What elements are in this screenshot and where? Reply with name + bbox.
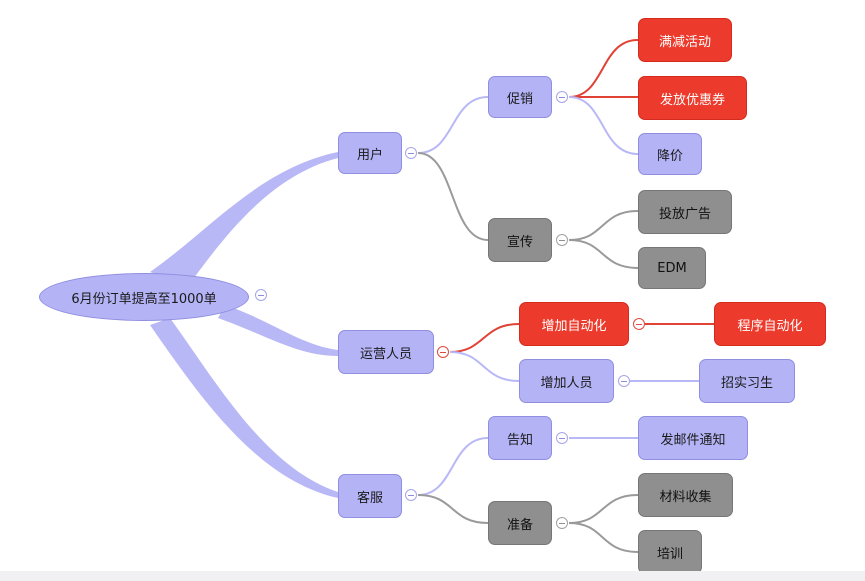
topic-prepare[interactable]: 准备: [488, 501, 552, 545]
connector-publicity-item1: [568, 210, 639, 241]
connector-prepare-item2: [568, 522, 639, 553]
topic-service-label: 客服: [356, 490, 383, 506]
topic-publicity-item-1-label: 投放广告: [658, 206, 711, 222]
topic-notice-item-label: 发邮件通知: [660, 432, 726, 448]
topic-automation-item-label: 程序自动化: [737, 318, 803, 334]
topic-prepare-item-2-label: 培训: [656, 546, 683, 562]
connector-root-ops: [218, 305, 338, 356]
connector-service-prepare: [417, 494, 489, 524]
topic-promo-item-2-label: 发放优惠券: [659, 92, 725, 108]
topic-service-collapse-toggle[interactable]: [405, 489, 417, 501]
connector-prepare-item1: [568, 494, 639, 524]
topic-staff-item-label: 招实习生: [720, 375, 773, 391]
connector-root-service: [150, 318, 338, 498]
topic-publicity-label: 宣传: [506, 234, 533, 250]
topic-prepare-item-1-label: 材料收集: [659, 489, 712, 505]
topic-prepare-item-2[interactable]: 培训: [638, 530, 702, 574]
topic-service[interactable]: 客服: [338, 474, 402, 518]
topic-ops-label: 运营人员: [359, 346, 412, 362]
connector-ops-automation: [449, 323, 520, 353]
topic-staff-collapse-toggle[interactable]: [618, 375, 630, 387]
connector-promo-item3: [568, 96, 639, 155]
topic-user-label: 用户: [356, 147, 383, 163]
topic-promo[interactable]: 促销: [488, 76, 552, 118]
topic-promo-item-3-label: 降价: [656, 148, 683, 164]
topic-ops-collapse-toggle[interactable]: [437, 346, 449, 358]
topic-publicity-item-2[interactable]: EDM: [638, 247, 706, 289]
topic-staff-label: 增加人员: [540, 375, 593, 391]
topic-publicity-item-1[interactable]: 投放广告: [638, 190, 732, 234]
connector-promo-item1: [568, 39, 639, 98]
root-topic[interactable]: 6月份订单提高至1000单: [39, 273, 249, 321]
topic-automation[interactable]: 增加自动化: [519, 302, 629, 346]
connector-root-user: [150, 152, 338, 286]
connector-ops-staff: [449, 351, 520, 382]
topic-notice[interactable]: 告知: [488, 416, 552, 460]
topic-staff[interactable]: 增加人员: [519, 359, 614, 403]
topic-promo-collapse-toggle[interactable]: [556, 91, 568, 103]
connector-user-promo: [417, 96, 489, 154]
topic-publicity[interactable]: 宣传: [488, 218, 552, 262]
topic-notice-collapse-toggle[interactable]: [556, 432, 568, 444]
topic-prepare-label: 准备: [506, 517, 533, 533]
topic-promo-item-2[interactable]: 发放优惠券: [638, 76, 747, 120]
canvas-bottom-edge: [0, 571, 865, 581]
topic-prepare-item-1[interactable]: 材料收集: [638, 473, 733, 517]
topic-user[interactable]: 用户: [338, 132, 402, 174]
topic-prepare-collapse-toggle[interactable]: [556, 517, 568, 529]
topic-staff-item[interactable]: 招实习生: [699, 359, 795, 403]
topic-user-collapse-toggle[interactable]: [405, 147, 417, 159]
topic-promo-item-3[interactable]: 降价: [638, 133, 702, 175]
topic-promo-item-1-label: 满减活动: [658, 34, 711, 50]
topic-notice-label: 告知: [506, 432, 533, 448]
topic-publicity-item-2-label: EDM: [657, 260, 687, 276]
connector-service-notice: [417, 437, 489, 496]
topic-automation-item[interactable]: 程序自动化: [714, 302, 826, 346]
topic-notice-item[interactable]: 发邮件通知: [638, 416, 748, 460]
connector-user-publicity: [417, 152, 489, 241]
connector-publicity-item2: [568, 239, 639, 269]
root-topic-label: 6月份订单提高至1000单: [71, 291, 217, 307]
topic-promo-item-1[interactable]: 满减活动: [638, 18, 732, 62]
topic-publicity-collapse-toggle[interactable]: [556, 234, 568, 246]
topic-ops[interactable]: 运营人员: [338, 330, 434, 374]
root-collapse-toggle[interactable]: [255, 289, 267, 301]
topic-automation-label: 增加自动化: [541, 318, 607, 334]
topic-automation-collapse-toggle[interactable]: [633, 318, 645, 330]
topic-promo-label: 促销: [506, 91, 533, 107]
